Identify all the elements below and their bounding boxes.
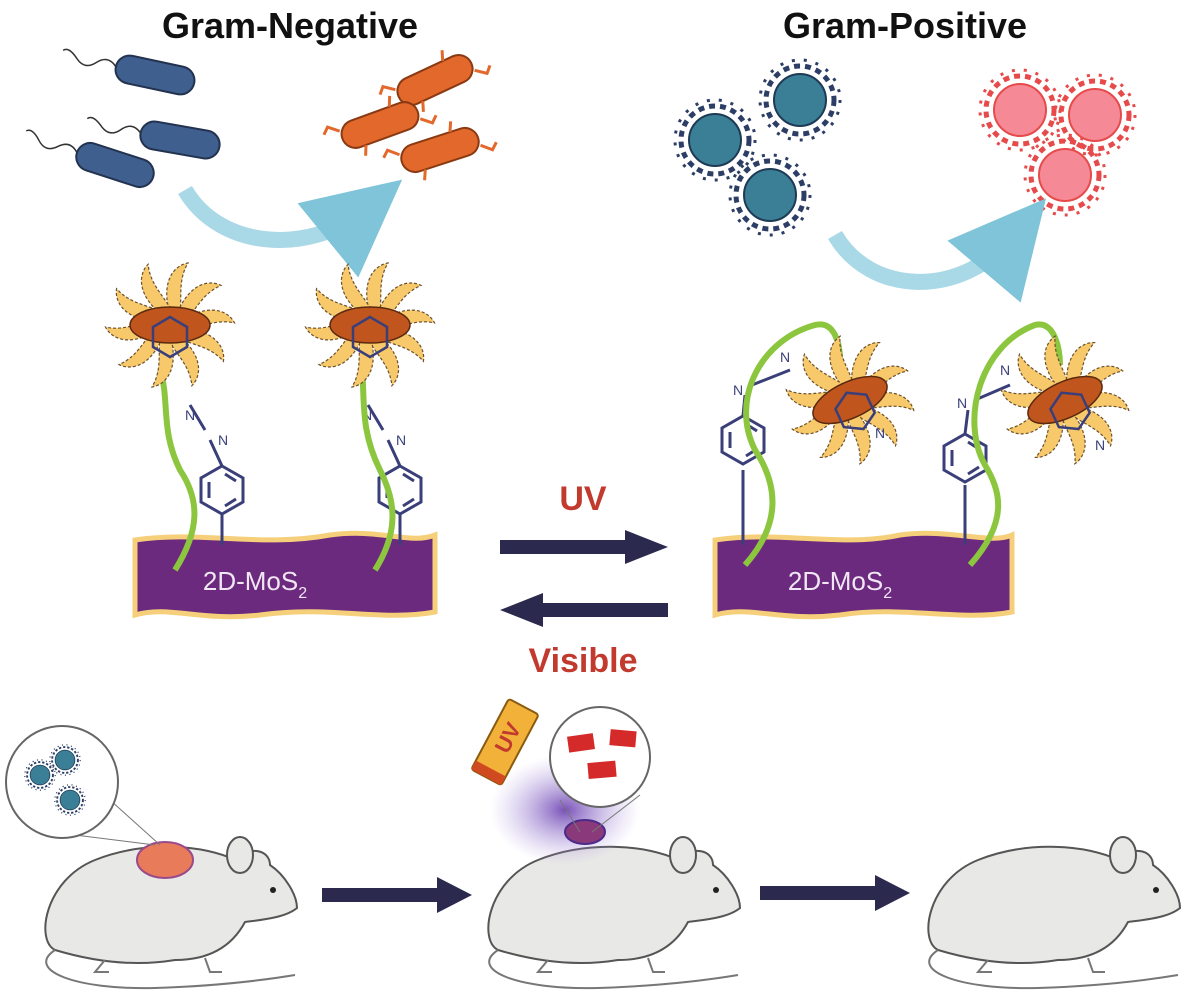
mos2-label-left: 2D-MoS2 xyxy=(203,566,307,602)
svg-text:N: N xyxy=(1095,437,1105,453)
title-gram-positive: Gram-Positive xyxy=(783,5,1027,46)
curved-arrow-right xyxy=(828,198,1047,303)
mos2-substrate-right: 2D-MoS2 xyxy=(712,530,1015,620)
svg-text:N: N xyxy=(185,407,195,423)
gram-positive-bacteria-live xyxy=(675,60,840,235)
svg-text:N: N xyxy=(780,349,790,365)
azo-molecule-right-1: N N N xyxy=(720,315,936,567)
svg-text:N: N xyxy=(957,395,967,411)
mouse-healed xyxy=(927,836,1181,990)
svg-text:N: N xyxy=(396,432,406,448)
azo-molecule-left-1: NN xyxy=(104,261,245,572)
title-gram-negative: Gram-Negative xyxy=(162,5,418,46)
curved-arrow-left xyxy=(178,179,403,278)
gram-positive-bacteria-killed xyxy=(980,70,1135,215)
arrow-forward xyxy=(500,530,668,564)
mos2-label-right: 2D-MoS2 xyxy=(788,566,892,602)
svg-text:N: N xyxy=(1000,362,1010,378)
visible-label: Visible xyxy=(529,642,638,680)
azo-molecule-right-2: N N N xyxy=(942,315,1151,567)
progress-arrow-2 xyxy=(760,875,910,911)
magnifier-killed-bacteria xyxy=(549,706,651,833)
mouse-treated xyxy=(487,836,741,990)
magnifier-bacteria xyxy=(5,725,161,846)
gram-negative-bacteria-killed xyxy=(317,33,503,192)
svg-text:N: N xyxy=(875,425,885,441)
arrow-reverse xyxy=(500,593,668,627)
uv-label: UV xyxy=(559,480,607,518)
svg-text:N: N xyxy=(218,432,228,448)
gram-negative-bacteria-live xyxy=(19,40,223,192)
mouse-infected xyxy=(44,836,298,990)
svg-text:N: N xyxy=(733,382,743,398)
mos2-substrate-left: 2D-MoS2 xyxy=(132,530,438,620)
azo-molecule-left-2: NN xyxy=(304,261,436,572)
flashlight-uv: UV xyxy=(471,698,539,786)
progress-arrow-1 xyxy=(322,877,472,913)
